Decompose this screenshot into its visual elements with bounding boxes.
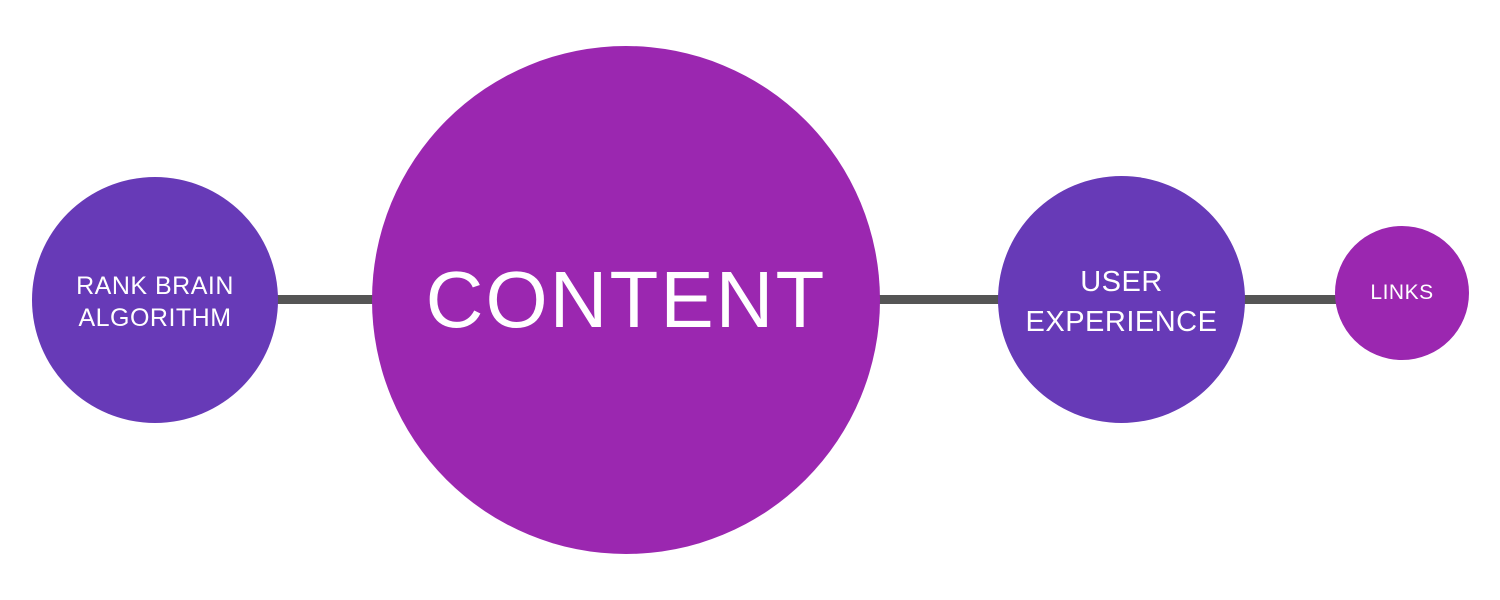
node-content: CONTENT xyxy=(372,46,880,554)
node-label-user-experience: USER EXPERIENCE xyxy=(1025,265,1218,338)
node-label-links: LINKS xyxy=(1370,281,1434,304)
node-rank-brain-algorithm: RANK BRAIN ALGORITHM xyxy=(32,177,278,423)
connector-rankbrain-content xyxy=(270,295,382,304)
connector-content-user-experience xyxy=(872,295,1006,304)
connector-user-experience-links xyxy=(1238,295,1342,304)
node-user-experience: USER EXPERIENCE xyxy=(998,176,1245,423)
node-label-rank-brain-algorithm: RANK BRAIN ALGORITHM xyxy=(76,272,234,332)
node-label-content: CONTENT xyxy=(425,255,827,344)
node-links: LINKS xyxy=(1335,226,1469,360)
